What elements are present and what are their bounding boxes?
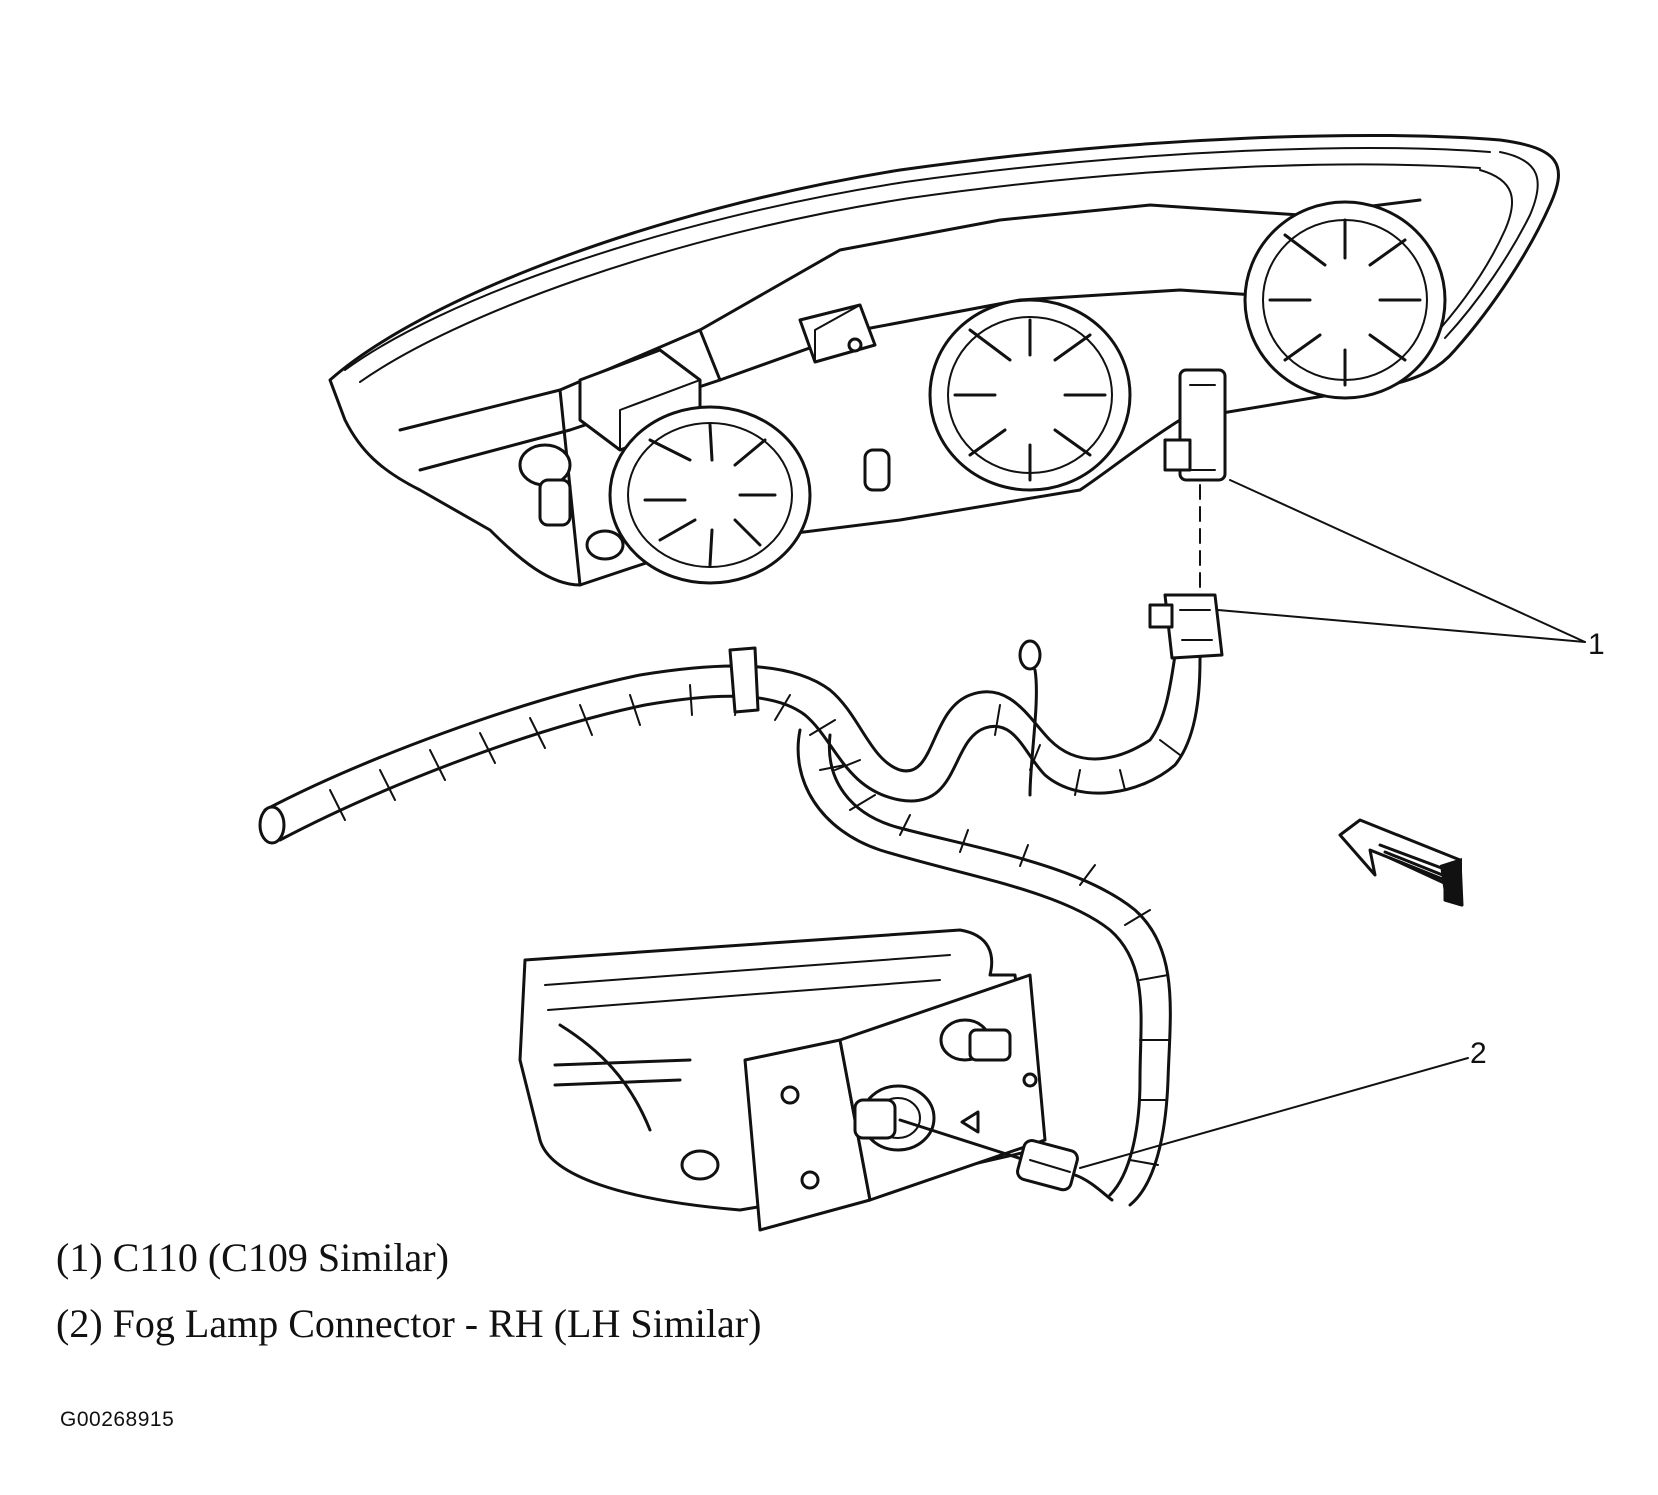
reflector-center [928,298,1132,492]
fog-lamp-connector [1016,1138,1114,1202]
legend-item-2: (2) Fog Lamp Connector - RH (LH Similar) [56,1301,762,1346]
legend-item-1: (1) C110 (C109 Similar) [56,1235,449,1280]
reflector-left [608,405,812,585]
fog-lamp-assembly [518,928,1047,1232]
headlamp-connector-c110 [1163,368,1227,482]
callout-2: 2 [1079,1037,1487,1169]
reflector-right [1243,200,1447,400]
figure-id: G00268915 [60,1408,175,1431]
headlamp-assembly [328,133,1560,587]
callout-1-label: 1 [1588,628,1605,661]
callout-1: 1 [1217,479,1605,661]
callout-2-label: 2 [1470,1037,1487,1070]
view-direction-arrow [1338,818,1464,907]
harness-connector-c110 [1148,593,1224,660]
